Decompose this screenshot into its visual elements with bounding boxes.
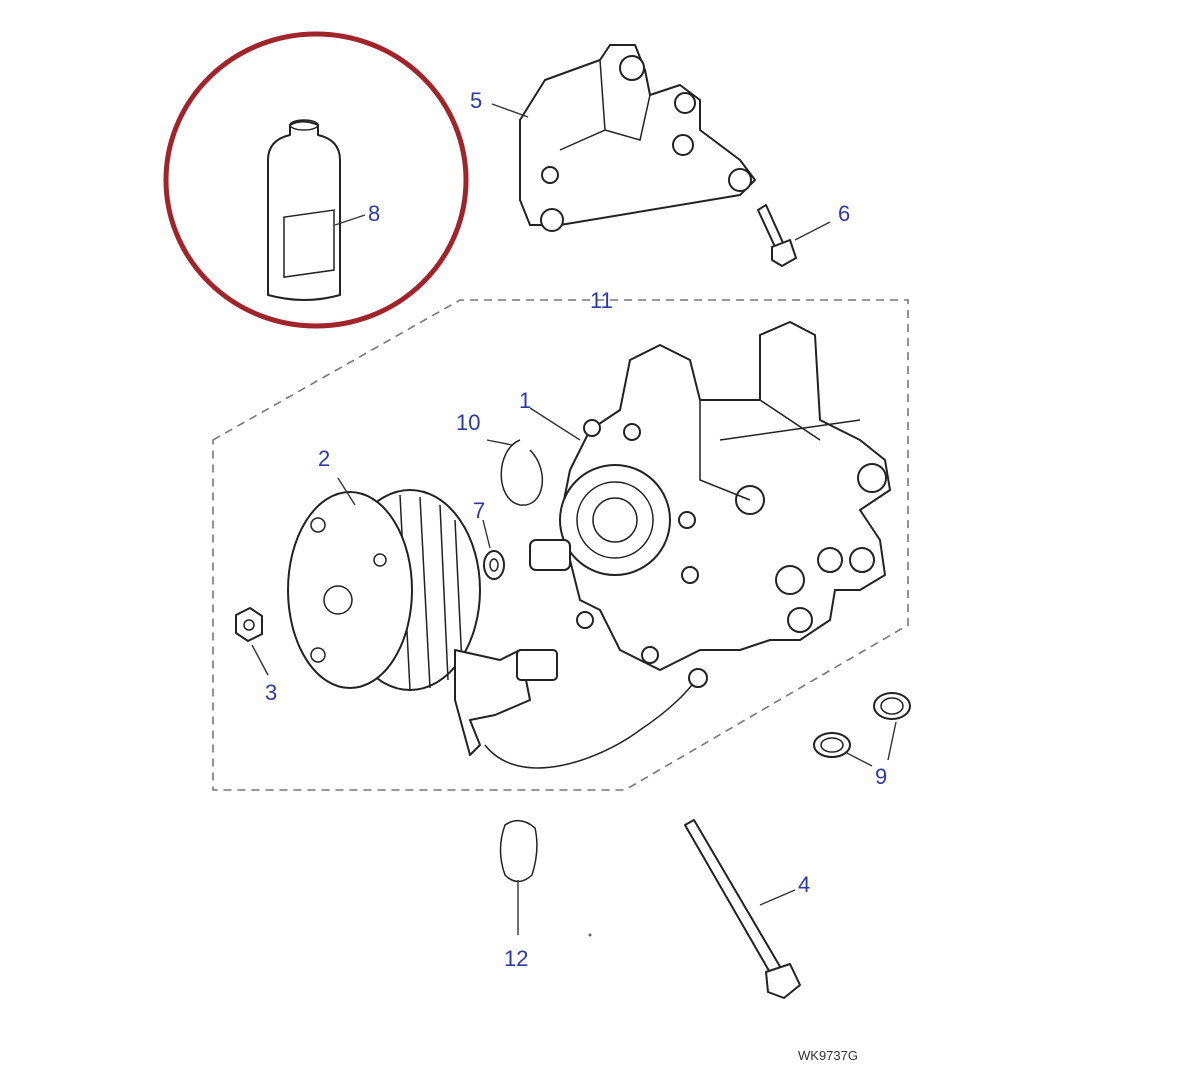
assembly-11-boundary [212,299,909,791]
callout-5[interactable]: 5 [470,88,482,113]
part-2-clutch-pulley[interactable] [287,477,708,769]
part-8-oil-bottle[interactable] [267,119,366,301]
callout-3[interactable]: 3 [265,680,277,705]
part-6-bolt[interactable] [757,204,831,267]
diagram-reference-code: WK9737G [798,1048,858,1063]
callout-1[interactable]: 1 [519,388,531,413]
callout-11[interactable]: 11 [590,288,613,313]
highlight-circle [163,31,469,329]
part-7-washer[interactable] [482,519,505,580]
callout-2[interactable]: 2 [318,446,330,471]
part-10-circlip[interactable] [486,439,544,506]
callout-7[interactable]: 7 [473,498,485,523]
part-5-mounting-bracket[interactable] [491,44,756,232]
callout-12[interactable]: 12 [504,946,528,971]
part-4-long-bolt[interactable] [684,819,801,999]
callout-10[interactable]: 10 [456,410,480,435]
callout-6[interactable]: 6 [838,201,850,226]
callout-4[interactable]: 4 [798,872,810,897]
part-12-gasket[interactable] [499,819,538,935]
part-9-o-rings[interactable] [813,692,911,767]
part-1-compressor[interactable] [529,321,891,671]
part-3-nut[interactable] [235,607,269,676]
callout-9[interactable]: 9 [875,764,887,789]
callout-8[interactable]: 8 [368,201,380,226]
